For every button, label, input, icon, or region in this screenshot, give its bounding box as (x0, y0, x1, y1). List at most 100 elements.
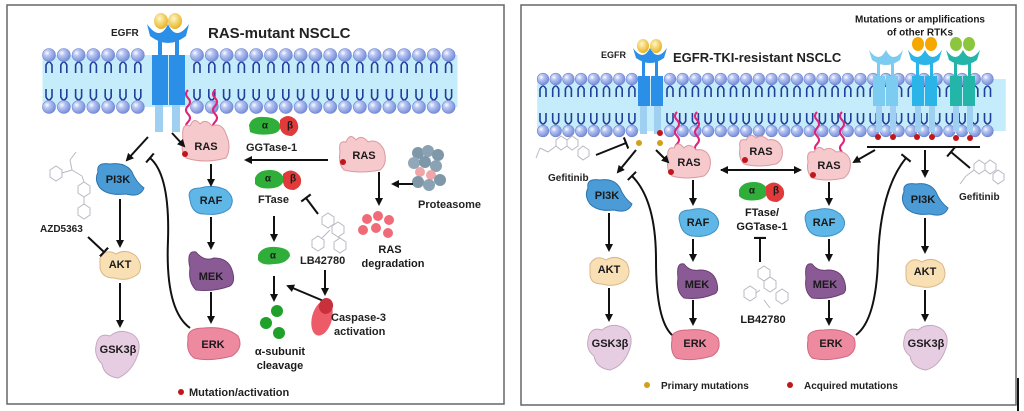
lb42780-inhibits-ftase (306, 198, 319, 215)
phospholipid-head (441, 100, 456, 114)
cell-membrane (42, 48, 458, 114)
phospholipid-head (116, 48, 130, 62)
caspase-to-cleavage-arrow (286, 284, 327, 303)
raf-protein-right: RAF (804, 208, 846, 237)
phospholipid-head (367, 100, 382, 114)
mutation-dot (340, 159, 346, 165)
phospholipid-head (190, 48, 204, 62)
phospholipid-head (338, 48, 352, 62)
mek-label: MEK (813, 279, 838, 291)
panel-title: EGFR-TKI-resistant NSCLC (673, 50, 842, 65)
phospholipid-head (803, 72, 816, 86)
ras-label: RAS (194, 141, 217, 153)
azd5363-inhibits-akt (87, 236, 104, 252)
phospholipid-head (116, 100, 130, 114)
legend-label: Mutation/activation (189, 387, 290, 399)
egfr-to-pi3k-arrow (616, 149, 637, 174)
phospholipid-head (689, 72, 702, 86)
raf-label: RAF (200, 195, 223, 207)
phospholipid-head (587, 72, 600, 86)
rtk-to-ras-arrow (852, 149, 876, 163)
lipid-anchor (839, 111, 845, 153)
erk-protein-left: ERK (671, 329, 720, 361)
phospholipid-head (278, 48, 293, 62)
phospholipid-head (816, 124, 829, 138)
rtk-receptor-orange-ligand (908, 37, 942, 140)
phospholipid-head (625, 72, 639, 86)
phospholipid-head (308, 48, 323, 62)
phospholipid-head (981, 124, 994, 138)
phospholipid-head (727, 124, 740, 138)
primary-mutation-legend-dot (644, 382, 650, 388)
ras-label: RAS (817, 160, 840, 172)
phospholipid-head (714, 72, 727, 86)
phospholipid-head (854, 124, 867, 138)
other-rtks-label: of other RTKs (887, 28, 954, 39)
egfr-to-pi3k-arrow (125, 136, 149, 162)
gefitinib-label: Gefitinib (959, 192, 1000, 203)
phospholipid-head (841, 72, 854, 86)
akt-label: AKT (598, 264, 621, 276)
alpha-subunit: α (258, 246, 290, 265)
egf-ligand (154, 13, 168, 29)
raf-protein: RAF (188, 185, 233, 215)
phospholipid-head (234, 100, 249, 114)
akt-protein: AKT (99, 250, 142, 280)
phospholipid-head (854, 72, 867, 86)
ggtase-1-enzyme: α β GGTase-1 (246, 116, 299, 154)
phospholipid-head (397, 48, 412, 62)
ras-degradation-label: RAS (378, 244, 401, 256)
ras-free-protein: RAS (339, 136, 386, 173)
erk-feedback-inhibition-right (855, 158, 906, 336)
caspase-label: activation (334, 326, 386, 338)
other-rtks-label: Mutations or amplifications (855, 15, 985, 26)
phospholipid-head (426, 100, 441, 114)
phospholipid-head (264, 48, 278, 62)
phospholipid-head (701, 72, 715, 86)
phospholipid-head (205, 100, 219, 114)
phospholipid-head (803, 124, 816, 138)
phospholipid-head (101, 100, 115, 114)
lb42780-label: LB42780 (300, 255, 345, 267)
legend-label: Primary mutations (661, 381, 749, 392)
phospholipid-head (338, 100, 352, 114)
phospholipid-head (816, 72, 829, 86)
erk-feedback-inhibition-left (632, 176, 673, 336)
akt-protein-left: AKT (589, 256, 630, 286)
phospholipid-head (740, 72, 753, 86)
alpha-subunit-label: α (265, 174, 272, 185)
phospholipid-head (219, 100, 234, 114)
erk-feedback-inhibition (150, 158, 191, 329)
pi3k-protein-left: PI3K (585, 179, 633, 212)
phospholipid-head (714, 124, 727, 138)
gefitinib-inhibits-rtk (951, 152, 971, 169)
legend-label: Acquired mutations (804, 381, 898, 392)
erk-protein-right: ERK (807, 329, 856, 361)
phospholipid-head (412, 48, 426, 62)
ftase-ggtase-enzyme: α β FTase/ GGTase-1 (736, 182, 788, 233)
panel-ras-mutant: EGFR RAS-mutant NSCLC RAS RAF MEK ERK (6, 4, 505, 405)
mek-protein-right: MEK (805, 263, 847, 299)
akt-protein-right: AKT (905, 258, 946, 288)
lipid-anchor (814, 111, 820, 153)
erk-label: ERK (683, 338, 706, 350)
phospholipid-head (765, 72, 778, 86)
phospholipid-head (352, 100, 367, 114)
mek-protein: MEK (188, 251, 235, 291)
ras-protein-right: RAS (807, 146, 851, 181)
phospholipid-head (778, 124, 791, 138)
phospholipid-head (600, 124, 613, 138)
egfr-label: EGFR (601, 50, 627, 60)
ras-label: RAS (749, 146, 772, 158)
alpha-subunit-label: α (262, 121, 269, 132)
phospholipid-head (131, 100, 145, 114)
erk-label: ERK (819, 338, 842, 350)
phospholipid-head (382, 100, 397, 114)
phospholipid-head (841, 124, 854, 138)
phospholipid-head (131, 48, 145, 62)
phospholipid-head (574, 72, 588, 86)
proteasome-label: Proteasome (418, 199, 481, 211)
phospholipid-head (205, 48, 219, 62)
pi3k-label: PI3K (911, 194, 936, 206)
